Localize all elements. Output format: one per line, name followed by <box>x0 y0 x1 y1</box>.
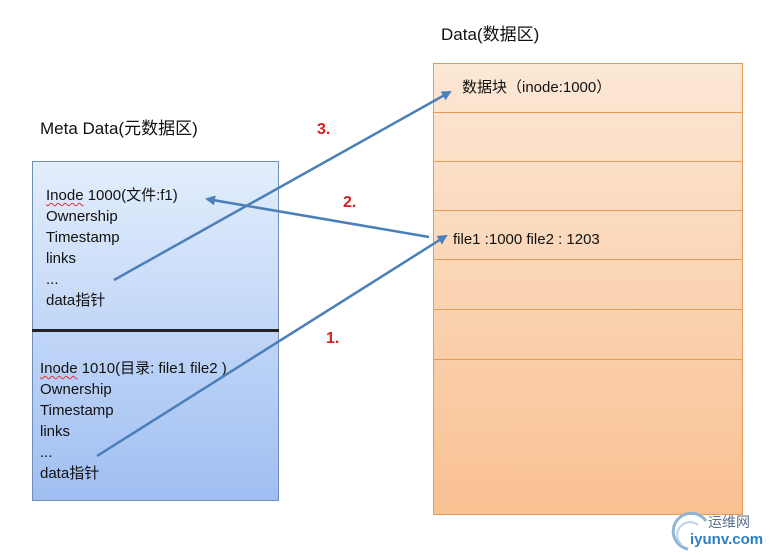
data-area-column <box>433 63 743 515</box>
step-label-1: 1. <box>326 330 340 347</box>
inode-1000-header: Inode 1000(文件:f1) <box>46 185 178 206</box>
step-label-2: 2. <box>343 194 357 211</box>
inode-1010-data-pointer: data指针 <box>40 465 100 482</box>
watermark-logo-icon <box>671 511 708 551</box>
data-block-divider <box>433 210 743 211</box>
data-block-directory-entries: file1 :1000 file2 : 1203 <box>453 231 600 248</box>
inode-1010-ownership: Ownership <box>40 381 112 398</box>
inode-1000-links: links <box>46 250 77 267</box>
inode-1010-links: links <box>40 423 71 440</box>
data-block-divider <box>433 309 743 310</box>
inode-1000-desc: 1000(文件:f1) <box>83 187 178 204</box>
metadata-divider <box>32 329 279 332</box>
step-label-3: 3. <box>317 121 331 138</box>
arrow-step-2 <box>205 195 430 239</box>
watermark-cn: 运维网 <box>708 514 750 530</box>
inode-1010-ellipsis: ... <box>40 444 53 461</box>
inode-1010-block: Inode 1010(目录: file1 file2 ) Ownership T… <box>40 358 227 484</box>
inode-1010-header: Inode 1010(目录: file1 file2 ) <box>40 358 227 379</box>
watermark-domain: iyunv.com <box>690 531 764 548</box>
data-block-divider <box>433 161 743 162</box>
arrow-step-1 <box>96 234 448 458</box>
inode-1010-timestamp: Timestamp <box>40 402 114 419</box>
inode-1000-block: Inode 1000(文件:f1) Ownership Timestamp li… <box>46 185 178 311</box>
data-area-title: Data(数据区) <box>441 25 540 44</box>
inode-1010-label: Inode <box>40 360 78 377</box>
data-block-divider <box>433 259 743 260</box>
inode-1010-desc: 1010(目录: file1 file2 ) <box>77 360 227 377</box>
data-block-divider <box>433 359 743 360</box>
arrow-step-3 <box>113 90 452 282</box>
data-block-divider <box>433 112 743 113</box>
inode-1000-ownership: Ownership <box>46 208 118 225</box>
inode-1000-ellipsis: ... <box>46 271 59 288</box>
metadata-area-title: Meta Data(元数据区) <box>40 119 198 138</box>
inode-1000-data-pointer: data指针 <box>46 292 106 309</box>
inode-1000-timestamp: Timestamp <box>46 229 120 246</box>
data-block-inode-1000: 数据块（inode:1000） <box>462 79 612 96</box>
inode-1000-label: Inode <box>46 187 84 204</box>
